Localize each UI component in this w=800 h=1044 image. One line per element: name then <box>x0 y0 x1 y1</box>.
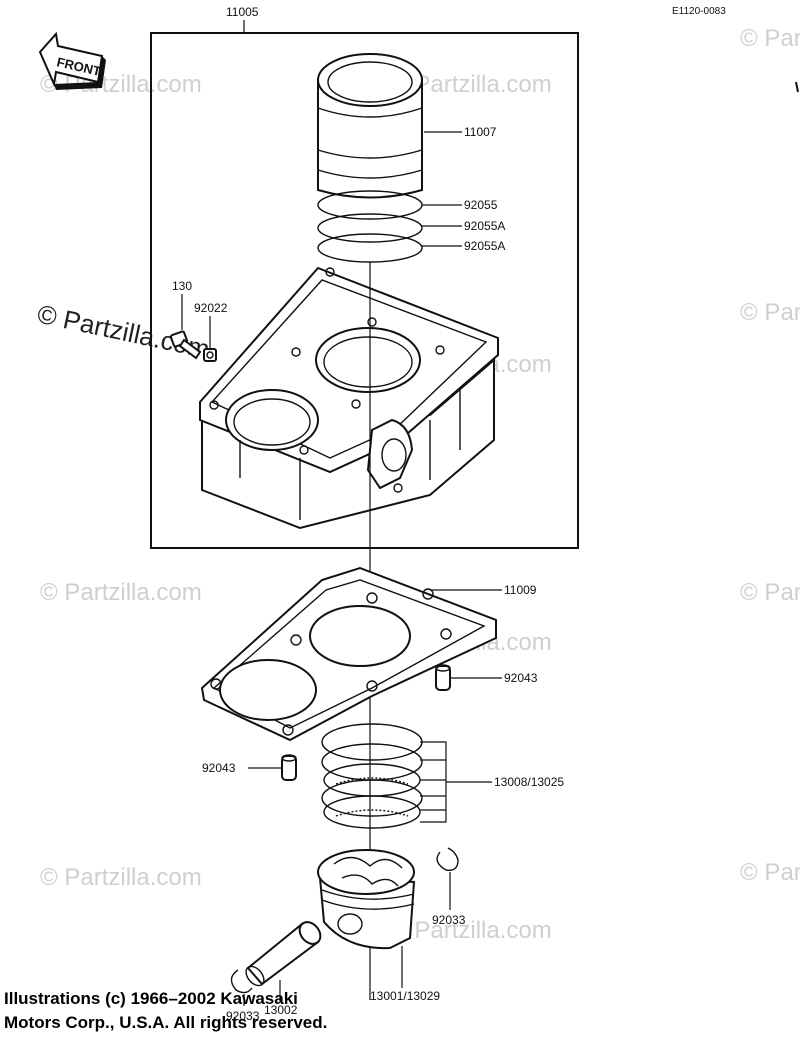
part-label-130: 130 <box>172 279 192 293</box>
bolt <box>169 330 202 360</box>
part-label-92033-left: 92033 <box>226 1009 260 1023</box>
assembly-frame <box>150 32 579 549</box>
copyright-notice: Illustrations (c) 1966–2002 Kawasaki Mot… <box>4 987 464 1035</box>
watermarks: © Partzilla.com © Partzilla.com © Partzi… <box>35 25 800 944</box>
part-label-13008-13025: 13008/13025 <box>494 775 564 789</box>
part-label-92043: 92043 <box>504 671 538 685</box>
dowel-pin-left <box>281 754 297 781</box>
part-label-13001-13029: 13001/13029 <box>370 989 440 1003</box>
watermark: © Partzilla.com <box>740 579 800 606</box>
part-label-13002: 13002 <box>264 1003 298 1017</box>
base-gasket <box>200 566 497 742</box>
piston-rings <box>321 723 423 829</box>
washer <box>203 348 217 362</box>
piston <box>317 849 416 950</box>
diagram-code: E1120-0083 <box>672 6 726 17</box>
cylinder-sleeve <box>317 53 423 199</box>
edge-mark <box>795 81 799 93</box>
part-label-11007: 11007 <box>464 125 497 139</box>
copyright-line-1: Illustrations (c) 1966–2002 Kawasaki <box>4 989 298 1008</box>
circlip-left <box>230 969 253 994</box>
watermark: © Partzilla.com <box>740 859 800 886</box>
cylinder-block <box>199 266 499 530</box>
part-label-92055a-2: 92055A <box>464 239 505 253</box>
part-label-92022: 92022 <box>194 301 228 315</box>
copyright-line-2: Motors Corp., U.S.A. All rights reserved… <box>4 1013 328 1032</box>
part-label-92043-left: 92043 <box>202 761 236 775</box>
leader-bracket <box>420 741 492 823</box>
watermark: © Partzilla.com <box>40 579 202 606</box>
watermark-dark: © Partzilla.com <box>35 299 213 365</box>
watermark: © Partzilla.com <box>40 864 202 891</box>
dowel-pin-right <box>435 664 451 691</box>
part-label-11005: 11005 <box>226 5 259 19</box>
part-label-11009: 11009 <box>504 583 537 597</box>
part-label-92033: 92033 <box>432 913 466 927</box>
o-rings <box>317 190 423 263</box>
part-label-92055: 92055 <box>464 198 498 212</box>
circlip-right <box>436 847 459 871</box>
watermark: © Partzilla.com <box>740 299 800 326</box>
part-label-92055a: 92055A <box>464 219 505 233</box>
front-arrow-icon: FRONT <box>38 31 106 90</box>
watermark: © Partzilla.com <box>390 917 552 944</box>
watermark: © Partzilla.com <box>740 25 800 52</box>
piston-pin <box>245 921 322 987</box>
